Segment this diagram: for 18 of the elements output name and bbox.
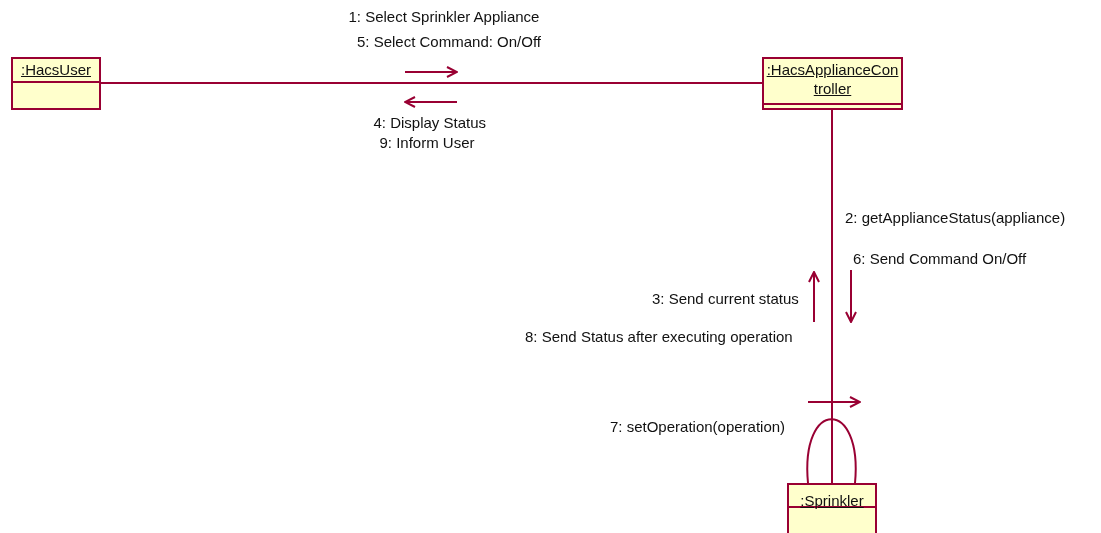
object-box: [787, 483, 877, 533]
object-name: :HacsUser: [20, 60, 92, 79]
message-label: 3: Send current status: [652, 290, 799, 308]
message-label: 4: Display Status: [373, 114, 487, 132]
self-link: [806, 418, 857, 484]
link-line: [100, 82, 763, 84]
message-label: 5: Select Command: On/Off: [357, 33, 541, 51]
message-label: 9: Inform User: [379, 134, 475, 152]
object-name: :Sprinkler: [799, 491, 865, 510]
link-line: [831, 109, 833, 484]
message-label: 6: Send Command On/Off: [853, 250, 1027, 268]
object-box: [762, 57, 903, 110]
message-label: 2: getApplianceStatus(appliance): [845, 209, 1066, 227]
message-label: 7: setOperation(operation): [610, 418, 786, 436]
message-label: 8: Send Status after executing operation: [525, 328, 793, 346]
message-label: 1: Select Sprinkler Appliance: [348, 8, 540, 26]
object-name: :HacsApplianceController: [765, 60, 900, 98]
object-box: [11, 57, 101, 110]
